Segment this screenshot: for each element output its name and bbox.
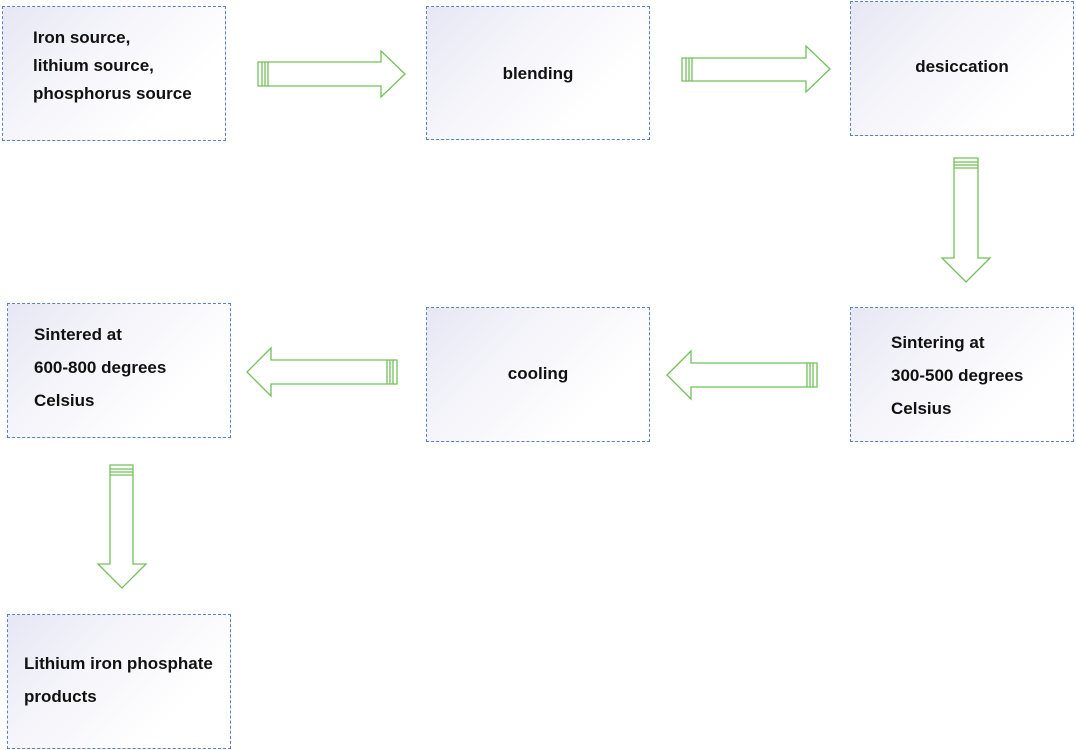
node-desiccation-label: desiccation xyxy=(915,56,1009,76)
node-sintering-low-line-3: Celsius xyxy=(891,399,952,418)
node-sintering-high-line-1: Sintered at xyxy=(34,325,122,344)
node-sintering-high-line-2: 600-800 degrees xyxy=(34,358,167,377)
node-blending-label: blending xyxy=(502,64,574,83)
arrow-right-1 xyxy=(257,49,406,99)
arrow-left-2 xyxy=(246,346,398,398)
node-product-line-1: Lithium iron phosphate xyxy=(24,654,213,673)
node-cooling-label: cooling xyxy=(507,363,569,383)
node-sintering-low-line-1: Sintering at xyxy=(891,333,985,352)
node-product: Lithium iron phosphate products xyxy=(7,614,231,749)
arrow-left-1 xyxy=(666,349,818,401)
arrow-down-2 xyxy=(96,464,148,589)
node-sintering-high: Sintered at 600-800 degrees Celsius xyxy=(7,303,231,438)
node-sources-line-2: lithium source, xyxy=(33,56,154,75)
node-desiccation: desiccation xyxy=(850,1,1074,136)
node-sintering-low: Sintering at 300-500 degrees Celsius xyxy=(850,307,1074,442)
node-product-line-2: products xyxy=(24,687,97,706)
node-sources-line-1: Iron source, xyxy=(33,28,131,47)
node-sintering-low-line-2: 300-500 degrees xyxy=(891,366,1024,385)
node-sintering-high-line-3: Celsius xyxy=(34,391,95,410)
arrow-right-2 xyxy=(681,44,831,94)
node-sources-line-3: phosphorus source xyxy=(33,84,192,103)
node-blending: blending xyxy=(426,6,650,140)
node-cooling: cooling xyxy=(426,307,650,442)
node-sources: Iron source, lithium source, phosphorus … xyxy=(2,6,226,141)
arrow-down-1 xyxy=(940,157,992,283)
